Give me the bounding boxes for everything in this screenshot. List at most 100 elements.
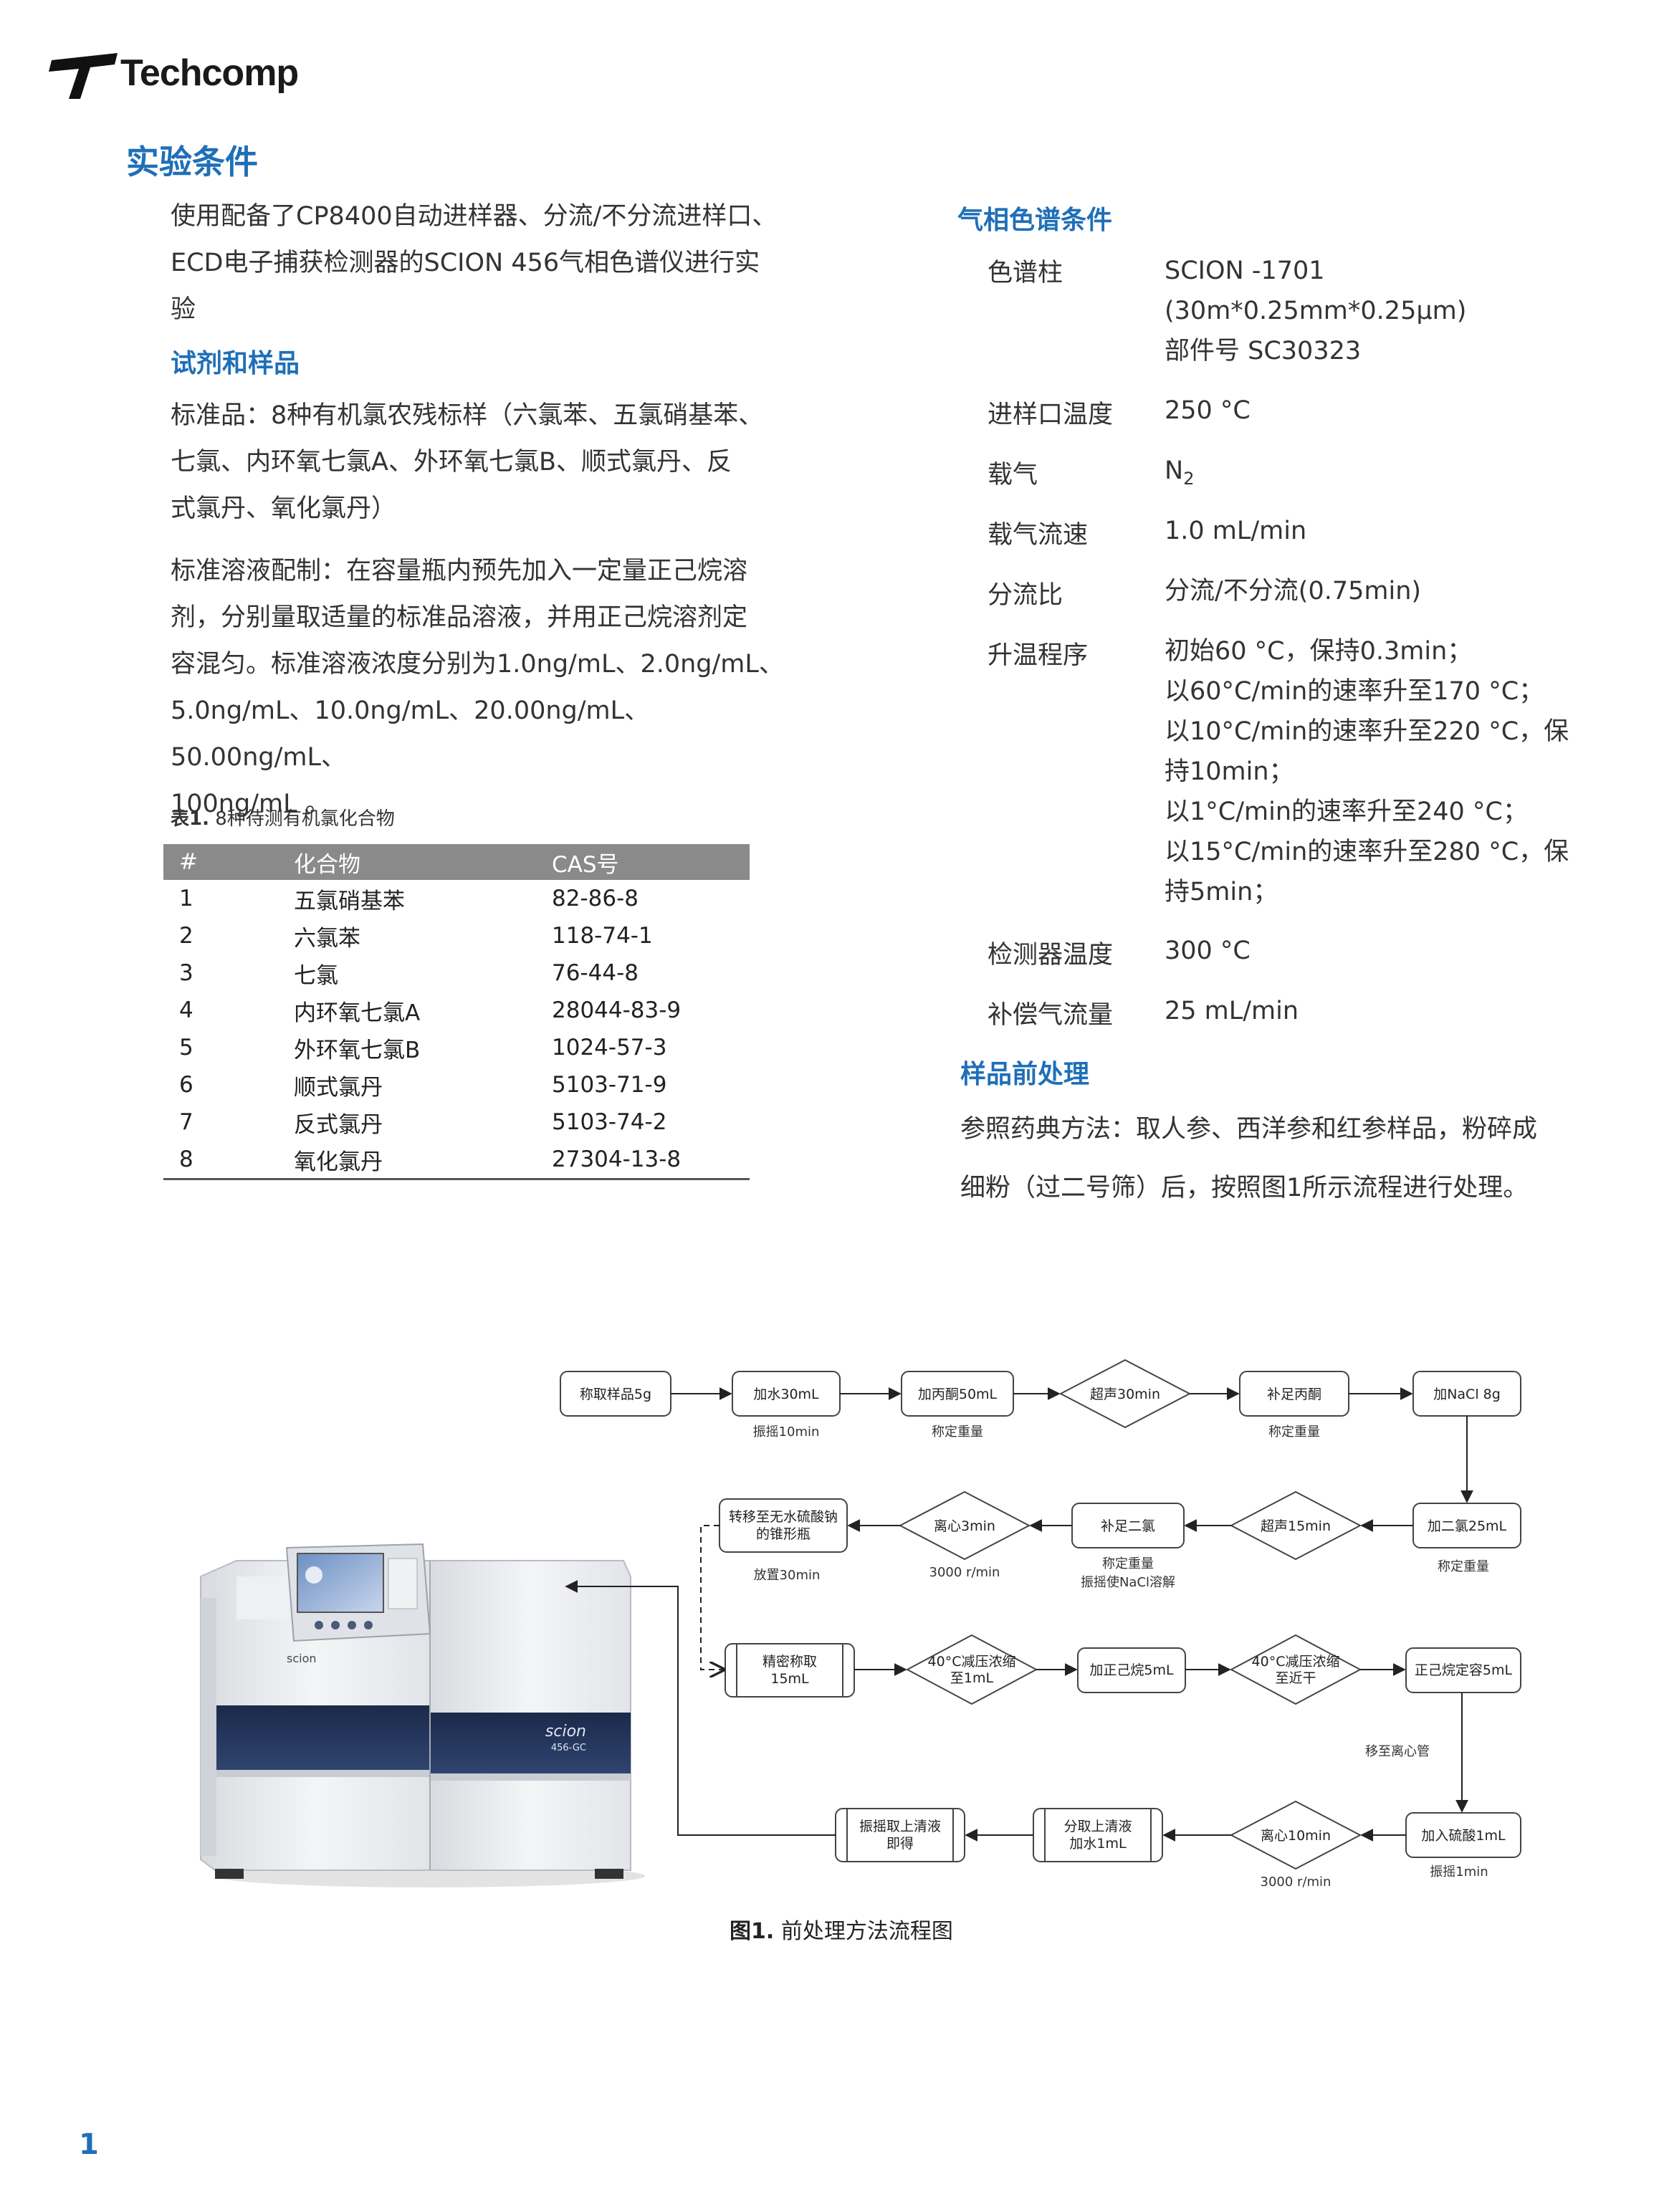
instrument-model: 456-GC (551, 1743, 586, 1753)
row-cas: 5103-74-2 (552, 1109, 667, 1135)
figure-caption-label: 图1. (730, 1919, 775, 1944)
row-index: 6 (179, 1072, 193, 1098)
row-cas: 118-74-1 (552, 923, 653, 949)
gc-program-line: 持5min； (1165, 878, 1278, 906)
table-row: 4 内环氧七氯A 28044-83-9 (163, 992, 750, 1029)
flow-label: 补足丙酮 (1267, 1387, 1321, 1402)
flow-step-hexane-volume (1405, 1647, 1521, 1693)
gc-column-label: 色谱柱 (988, 259, 1063, 287)
gc-carrier-label: 载气 (988, 461, 1038, 489)
gc-inlet-label: 进样口温度 (988, 401, 1114, 429)
row-index: 7 (179, 1109, 193, 1135)
flow-label: 15mL (770, 1671, 809, 1687)
gc-detector-value: 300 °C (1165, 937, 1251, 965)
row-cas: 28044-83-9 (552, 997, 682, 1023)
gc-makeup-label: 补偿气流量 (988, 1001, 1114, 1030)
gc-program-line: 初始60 °C，保持0.3min； (1165, 637, 1473, 666)
figure-caption: 图1. 前处理方法流程图 (730, 1913, 953, 1945)
gc-makeup-value: 25 mL/min (1165, 997, 1299, 1025)
flow-step-concentrate-dry (1229, 1634, 1362, 1705)
solution-line: 100ng/mL 。 (171, 790, 330, 818)
flow-label: 即得 (886, 1836, 914, 1852)
intro-line: 验 (171, 295, 196, 324)
flow-label: 的锥形瓶 (756, 1526, 811, 1542)
flow-step-ultrasonic-15 (1229, 1490, 1362, 1561)
flow-label: 至1mL (950, 1670, 994, 1686)
intro-line: ECD电子捕获检测器的SCION 456气相色谱仪进行实 (171, 249, 760, 277)
row-cas: 76-44-8 (552, 960, 639, 986)
gc-program-line: 以15°C/min的速率升至280 °C，保 (1165, 838, 1569, 866)
gc-column-line: 部件号 SC30323 (1165, 337, 1362, 365)
flow-label: 加入硫酸1mL (1421, 1828, 1506, 1844)
flow-label: 加二氯25mL (1428, 1518, 1507, 1534)
gc-program-line: 以10°C/min的速率升至220 °C，保 (1165, 717, 1569, 746)
flow-step-ultrasonic-30 (1058, 1359, 1192, 1429)
row-index: 4 (179, 997, 193, 1023)
table-caption: 表1. 8种待测有机氯化合物 (171, 804, 395, 830)
flow-note: 振摇10min (753, 1425, 820, 1440)
flow-label: 分取上清液 (1063, 1819, 1132, 1834)
row-cas: 82-86-8 (552, 886, 639, 911)
flow-step-centrifuge-3 (898, 1490, 1031, 1561)
pretreatment-line: 参照药典方法：取人参、西洋参和红参样品，粉碎成 (960, 1115, 1538, 1144)
flow-label: 补足二氯 (1101, 1518, 1155, 1534)
flow-label: 超声15min (1261, 1518, 1331, 1534)
header-compound: 化合物 (294, 844, 552, 880)
header-index: # (163, 844, 294, 880)
row-index: 5 (179, 1035, 193, 1060)
section-heading: 实验条件 (126, 143, 258, 181)
techcomp-logo-mark-icon (49, 53, 118, 99)
flow-step-centrifuge-10 (1229, 1800, 1362, 1870)
flow-label: 加丙酮50mL (918, 1387, 998, 1402)
standard-line: 七氯、内环氧七氯A、外环氧七氯B、顺式氯丹、反 (171, 448, 732, 477)
pretreatment-line: 细粉（过二号筛）后，按照图1所示流程进行处理。 (960, 1174, 1529, 1202)
gc-inlet-value: 250 °C (1165, 396, 1251, 425)
flow-note: 放置30min (754, 1568, 821, 1583)
techcomp-logo: Techcomp (49, 49, 321, 102)
row-compound: 内环氧七氯A (294, 1000, 421, 1026)
gc-carrier-subscript: 2 (1183, 469, 1195, 489)
gc-program-line: 以1°C/min的速率升至240 °C； (1165, 798, 1528, 826)
gc-split-value: 分流/不分流(0.75min) (1165, 577, 1422, 605)
flow-note: 称定重量 (932, 1425, 983, 1440)
solution-line: 5.0ng/mL、10.0ng/mL、20.00ng/mL、50.00ng/mL… (171, 696, 650, 772)
gc-split-label: 分流比 (988, 581, 1063, 610)
flow-label: 加水1mL (1069, 1836, 1127, 1852)
solution-line: 容混匀。标准溶液浓度分别为1.0ng/mL、2.0ng/mL、 (171, 650, 784, 679)
standard-line: 标准品：8种有机氯农残标样（六氯苯、五氯硝基苯、 (171, 401, 764, 430)
instrument-brand: scion (545, 1723, 586, 1741)
instrument-brand-small: scion (287, 1652, 317, 1665)
row-compound: 七氯 (294, 962, 338, 989)
row-cas: 1024-57-3 (552, 1035, 667, 1060)
flow-label: 超声30min (1090, 1387, 1160, 1402)
gc-flow-label: 载气流速 (988, 521, 1089, 550)
header-cas: CAS号 (552, 844, 750, 880)
solution-line: 标准溶液配制：在容量瓶内预先加入一定量正己烷溶 (171, 557, 748, 585)
intro-paragraph: 使用配备了CP8400自动进样器、分流/不分流进样口、 ECD电子捕获检测器的S… (171, 193, 787, 333)
gc-instrument-image: scion scion 456-GC (200, 1543, 645, 1887)
flow-note: 3000 r/min (929, 1565, 1000, 1580)
gc-carrier-value: N2 (1165, 451, 1194, 499)
flow-label: 40°C减压浓缩 (928, 1654, 1016, 1670)
flow-note: 称定重量 (1438, 1559, 1489, 1574)
table-caption-label: 表1. (171, 808, 209, 830)
gc-heading: 气相色谱条件 (957, 206, 1113, 235)
table-caption-text: 8种待测有机氯化合物 (209, 808, 395, 830)
flow-note: 振摇使NaCl溶解 (1081, 1575, 1175, 1590)
solution-paragraph: 标准溶液配制：在容量瓶内预先加入一定量正己烷溶 剂，分别量取适量的标准品溶液，并… (171, 548, 816, 828)
flow-label: 称取样品5g (580, 1387, 651, 1402)
flow-label: 至近干 (1275, 1670, 1316, 1686)
flow-note: 3000 r/min (1261, 1875, 1331, 1890)
gc-flow-value: 1.0 mL/min (1165, 517, 1307, 545)
standard-line: 式氯丹、氧化氯丹） (171, 494, 397, 523)
pretreatment-heading: 样品前处理 (960, 1060, 1090, 1089)
flow-step-take-supernatant (1033, 1808, 1163, 1862)
